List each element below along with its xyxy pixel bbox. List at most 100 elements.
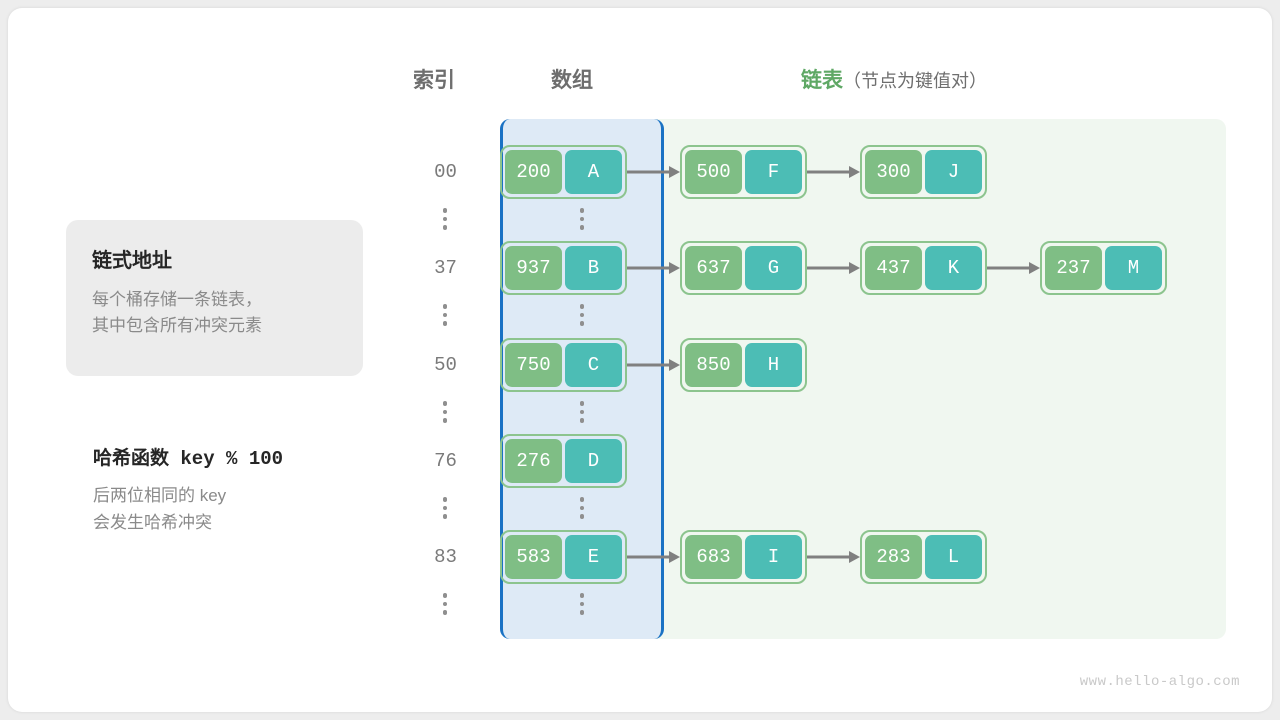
node-key: 850	[685, 343, 742, 387]
arrow-shaft	[807, 266, 851, 270]
column-header-index: 索引	[413, 69, 455, 92]
node-key: 437	[865, 246, 922, 290]
vertical-ellipsis-icon	[573, 493, 591, 523]
arrow-head	[1029, 262, 1040, 274]
vertical-ellipsis-icon	[436, 397, 454, 427]
info-box-chaining: 链式地址 每个桶存储一条链表， 其中包含所有冲突元素	[66, 220, 363, 376]
arrow-head	[669, 551, 680, 563]
node-key: 237	[1045, 246, 1102, 290]
vertical-ellipsis-icon	[573, 589, 591, 619]
node-value: D	[565, 439, 622, 483]
arrow-shaft	[807, 170, 851, 174]
next-pointer-arrow-icon	[807, 166, 860, 178]
next-pointer-arrow-icon	[627, 551, 680, 563]
next-pointer-arrow-icon	[807, 551, 860, 563]
arrow-shaft	[627, 555, 671, 559]
node-key: 200	[505, 150, 562, 194]
next-pointer-arrow-icon	[627, 262, 680, 274]
vertical-ellipsis-icon	[436, 589, 454, 619]
node-key: 683	[685, 535, 742, 579]
node-value: K	[925, 246, 982, 290]
diagram-card: 索引 数组 链表（节点为键值对） 链式地址 每个桶存储一条链表， 其中包含所有冲…	[8, 8, 1272, 712]
arrow-head	[669, 166, 680, 178]
bucket-index-label: 50	[434, 354, 457, 376]
node-key: 637	[685, 246, 742, 290]
node-value: L	[925, 535, 982, 579]
arrow-shaft	[627, 266, 671, 270]
node-key: 300	[865, 150, 922, 194]
hash-function-line-2: 会发生哈希冲突	[93, 513, 212, 533]
vertical-ellipsis-icon	[436, 493, 454, 523]
node-value: H	[745, 343, 802, 387]
node-value: I	[745, 535, 802, 579]
node-key: 937	[505, 246, 562, 290]
bucket-index-label: 00	[434, 161, 457, 183]
column-header-list: 链表（节点为键值对）	[801, 64, 987, 94]
node-key: 750	[505, 343, 562, 387]
info-box-line-2: 其中包含所有冲突元素	[92, 316, 262, 336]
vertical-ellipsis-icon	[573, 300, 591, 330]
next-pointer-arrow-icon	[807, 262, 860, 274]
arrow-head	[669, 359, 680, 371]
node-key: 583	[505, 535, 562, 579]
arrow-shaft	[627, 170, 671, 174]
next-pointer-arrow-icon	[627, 166, 680, 178]
watermark: www.hello-algo.com	[1079, 674, 1240, 690]
arrow-head	[849, 551, 860, 563]
info-box-body: 每个桶存储一条链表， 其中包含所有冲突元素	[92, 287, 337, 340]
vertical-ellipsis-icon	[573, 397, 591, 427]
bucket-index-label: 83	[434, 546, 457, 568]
node-value: J	[925, 150, 982, 194]
next-pointer-arrow-icon	[987, 262, 1040, 274]
node-value: B	[565, 246, 622, 290]
bucket-index-label: 37	[434, 257, 457, 279]
node-value: F	[745, 150, 802, 194]
node-key: 283	[865, 535, 922, 579]
vertical-ellipsis-icon	[436, 300, 454, 330]
vertical-ellipsis-icon	[573, 204, 591, 234]
arrow-head	[849, 262, 860, 274]
node-value: C	[565, 343, 622, 387]
hash-function-title: 哈希函数 key % 100	[93, 448, 284, 470]
arrow-head	[849, 166, 860, 178]
next-pointer-arrow-icon	[627, 359, 680, 371]
column-header-list-sub: （节点为键值对）	[843, 71, 987, 91]
column-header-array: 数组	[551, 69, 593, 92]
arrow-shaft	[987, 266, 1031, 270]
info-box-line-1: 每个桶存储一条链表，	[92, 290, 262, 309]
node-value: M	[1105, 246, 1162, 290]
node-key: 276	[505, 439, 562, 483]
hash-function-line-1: 后两位相同的 key	[93, 486, 227, 505]
node-value: E	[565, 535, 622, 579]
hash-function-body: 后两位相同的 key 会发生哈希冲突	[93, 482, 393, 536]
hash-function-note: 哈希函数 key % 100 后两位相同的 key 会发生哈希冲突	[93, 443, 393, 536]
column-header-list-main: 链表	[801, 69, 843, 92]
arrow-shaft	[627, 363, 671, 367]
node-key: 500	[685, 150, 742, 194]
arrow-shaft	[807, 555, 851, 559]
bucket-index-label: 76	[434, 450, 457, 472]
